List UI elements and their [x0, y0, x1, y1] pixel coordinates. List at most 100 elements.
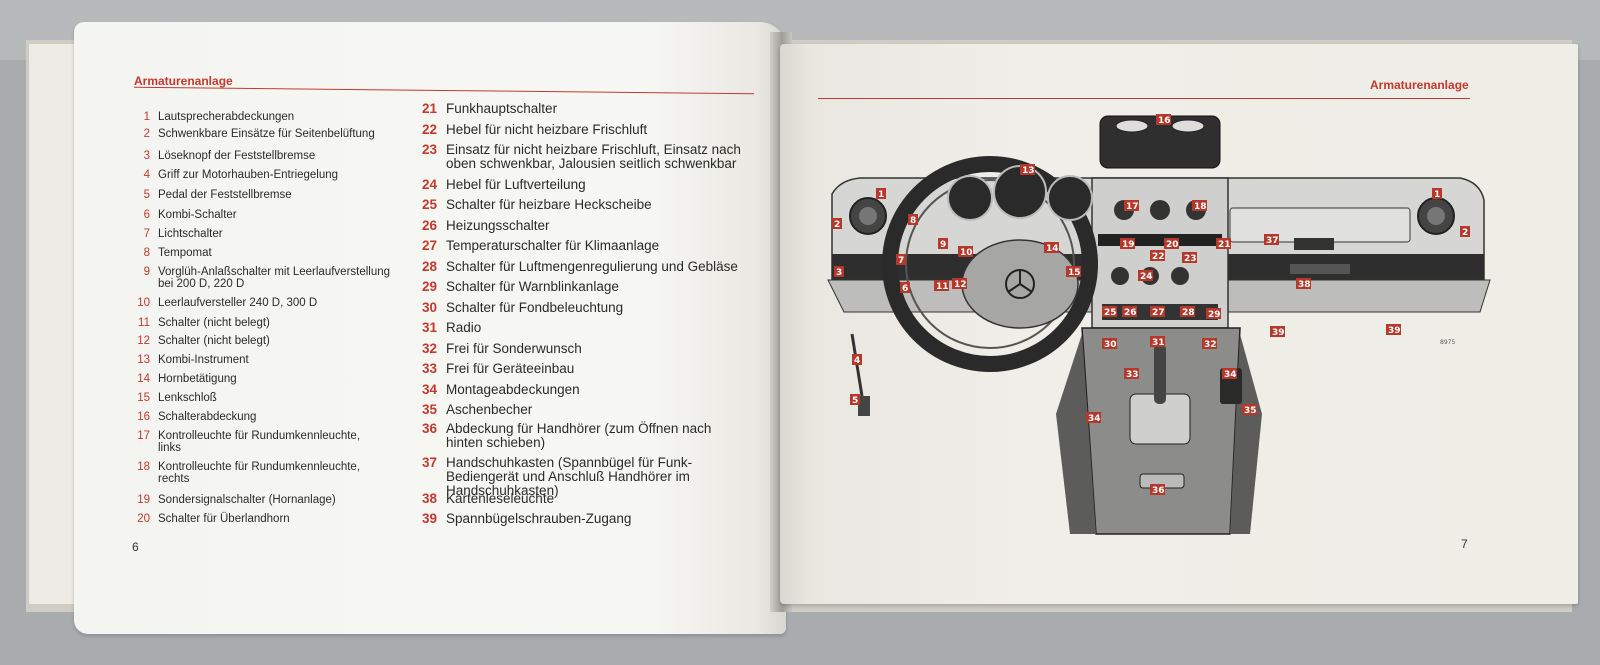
svg-text:15: 15 — [1068, 268, 1081, 278]
svg-text:11: 11 — [936, 282, 949, 292]
callout-21: 21 — [1216, 238, 1231, 250]
svg-text:2: 2 — [1462, 228, 1468, 238]
svg-text:9: 9 — [940, 240, 946, 250]
svg-text:38: 38 — [1298, 280, 1311, 290]
callout-1: 1 — [1432, 188, 1442, 200]
svg-text:4: 4 — [854, 356, 860, 366]
svg-text:14: 14 — [1046, 244, 1059, 254]
callout-7: 7 — [896, 254, 906, 266]
left-section-title: Armaturenanlage — [134, 74, 233, 88]
svg-text:5: 5 — [852, 396, 858, 406]
callout-23: 23 — [1182, 252, 1197, 264]
callout-11: 11 — [934, 280, 949, 292]
callout-12: 12 — [952, 278, 967, 290]
svg-text:16: 16 — [1158, 116, 1171, 126]
knob-icon — [1111, 267, 1129, 285]
svg-text:26: 26 — [1124, 308, 1137, 318]
svg-text:13: 13 — [1022, 166, 1035, 176]
top-lamp-right — [1171, 119, 1205, 133]
svg-text:32: 32 — [1204, 340, 1217, 350]
left-page-number: 6 — [132, 540, 139, 554]
callout-39: 39 — [1270, 326, 1285, 338]
right-page: Armaturenanlage 7 — [780, 44, 1578, 604]
gauge-left-icon — [947, 175, 993, 221]
callout-24: 24 — [1138, 270, 1153, 282]
svg-text:39: 39 — [1272, 328, 1285, 338]
map-light — [1290, 264, 1350, 274]
glove-box-latch — [1294, 238, 1334, 250]
knob-icon — [1171, 267, 1189, 285]
callout-15: 15 — [1066, 266, 1081, 278]
svg-text:21: 21 — [1218, 240, 1231, 250]
svg-text:34: 34 — [1224, 370, 1237, 380]
callout-30: 30 — [1102, 338, 1117, 350]
svg-text:23: 23 — [1184, 254, 1197, 264]
svg-text:27: 27 — [1152, 308, 1165, 318]
svg-text:18: 18 — [1194, 202, 1207, 212]
callout-27: 27 — [1150, 306, 1165, 318]
callout-25: 25 — [1102, 306, 1117, 318]
svg-text:7: 7 — [898, 256, 904, 266]
console-side-left — [1056, 334, 1096, 534]
left-vent-center — [859, 207, 877, 225]
callout-29: 29 — [1206, 308, 1221, 320]
svg-text:3: 3 — [836, 268, 842, 278]
svg-text:2: 2 — [834, 220, 840, 230]
gauge-right-icon — [1047, 175, 1093, 221]
callout-19: 19 — [1120, 238, 1135, 250]
svg-text:20: 20 — [1166, 240, 1179, 250]
svg-text:35: 35 — [1244, 406, 1257, 416]
svg-text:25: 25 — [1104, 308, 1117, 318]
callout-10: 10 — [958, 246, 973, 258]
right-page-number: 7 — [1461, 537, 1468, 551]
callout-20: 20 — [1164, 238, 1179, 250]
parking-brake-pedal-icon — [858, 396, 870, 416]
svg-text:33: 33 — [1126, 370, 1139, 380]
callout-22: 22 — [1150, 250, 1165, 262]
svg-text:8: 8 — [910, 216, 916, 226]
callout-4: 4 — [852, 354, 862, 366]
right-header-rule — [818, 98, 1470, 99]
svg-text:39: 39 — [1388, 326, 1401, 336]
right-section-title: Armaturenanlage — [1370, 78, 1469, 92]
left-header-rule — [134, 86, 754, 95]
svg-text:6: 6 — [902, 284, 908, 294]
callout-38: 38 — [1296, 278, 1311, 290]
svg-text:29: 29 — [1208, 310, 1221, 320]
callout-26: 26 — [1122, 306, 1137, 318]
callout-37: 37 — [1264, 234, 1279, 246]
callout-1: 1 — [876, 188, 886, 200]
svg-text:10: 10 — [960, 248, 973, 258]
svg-text:1: 1 — [1434, 190, 1440, 200]
knob-icon — [1150, 200, 1170, 220]
svg-text:37: 37 — [1266, 236, 1279, 246]
